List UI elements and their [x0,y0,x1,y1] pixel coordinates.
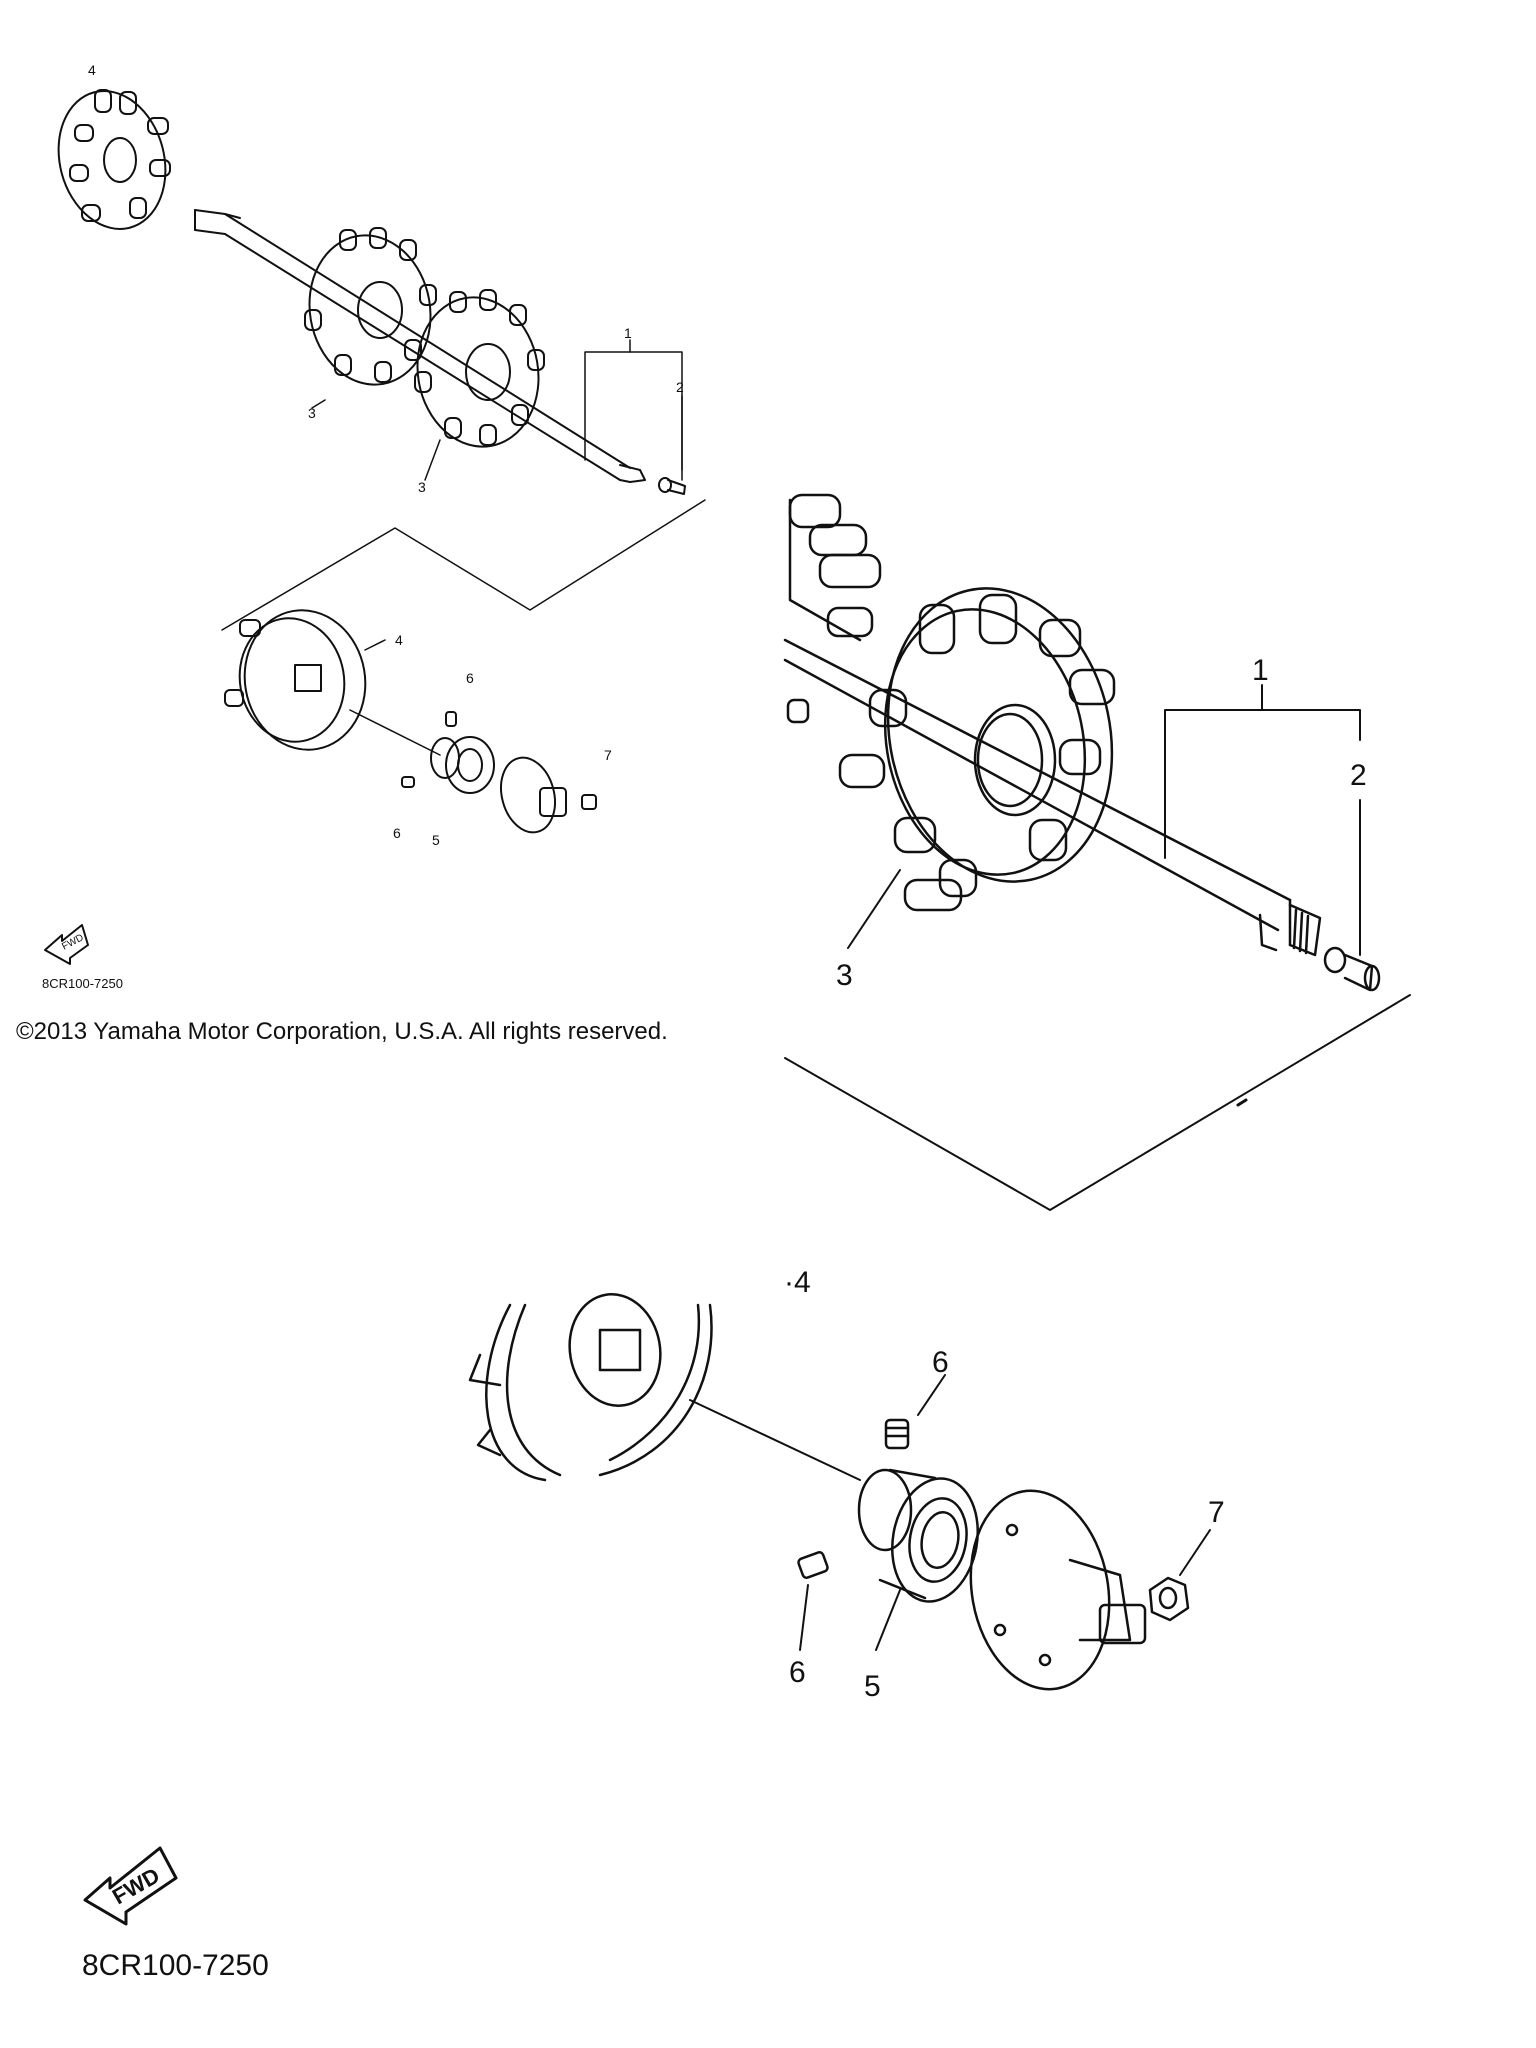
overview-diagram: FWD [44,89,706,965]
sprocket-4-small [57,89,171,230]
diagram-code-small: 8CR100-7250 [42,976,123,991]
fwd-arrow-icon-small: FWD [44,924,89,965]
sprocket-3b-small [414,289,545,448]
callout-5-small: 5 [432,832,440,848]
sprocket-3a-small [304,227,437,386]
fwd-label: FWD [108,1863,164,1910]
callout-6-small: 6 [393,825,401,841]
callout-4-small: 4 [395,632,403,648]
callout-1-small: 1 [624,325,632,341]
sprocket-4-exploded-small [224,609,386,751]
callout-6-bottom: 6 [789,1656,806,1689]
shaft-detail [783,493,1411,1211]
bearing-detail [468,1293,1211,1691]
callout-3b-small: 3 [418,479,426,495]
callout-4-dot: ·4 [784,1266,811,1299]
callout-1: 1 [1252,654,1269,687]
callout-3: 3 [836,959,853,992]
copyright-notice: ©2013 Yamaha Motor Corporation, U.S.A. A… [16,1018,668,1045]
callout-7-small: 7 [604,747,612,763]
callout-7: 7 [1208,1496,1225,1529]
callout-2-small: 2 [676,379,684,395]
callout-5: 5 [864,1670,881,1703]
callout-4-small-top: 4 [88,62,96,78]
callout-3a-small: 3 [308,405,316,421]
diagram-code: 8CR100-7250 [82,1949,269,1982]
callout-6-small-top: 6 [466,670,474,686]
bearing-assembly-small [349,709,597,834]
callout-6-top: 6 [932,1346,949,1379]
callout-2: 2 [1350,759,1367,792]
fwd-arrow-icon: FWD [83,1846,178,1926]
